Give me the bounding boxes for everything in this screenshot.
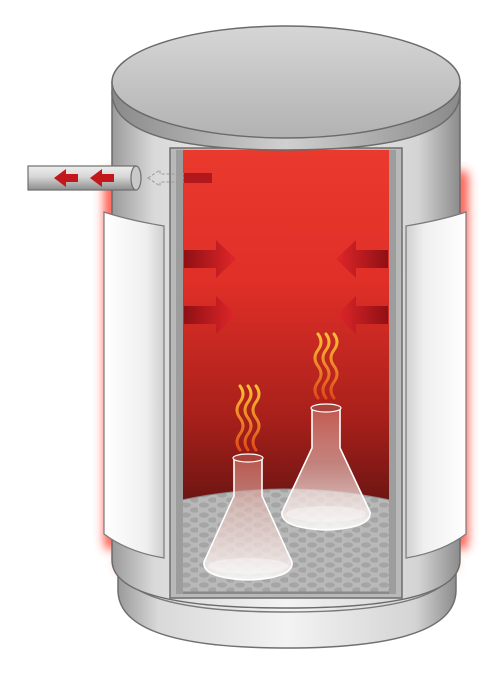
viewing-window <box>170 148 402 598</box>
lid <box>112 26 460 150</box>
heater-panel-right <box>406 212 466 558</box>
heater-panel-left <box>104 212 164 558</box>
heated-interior <box>182 150 390 530</box>
